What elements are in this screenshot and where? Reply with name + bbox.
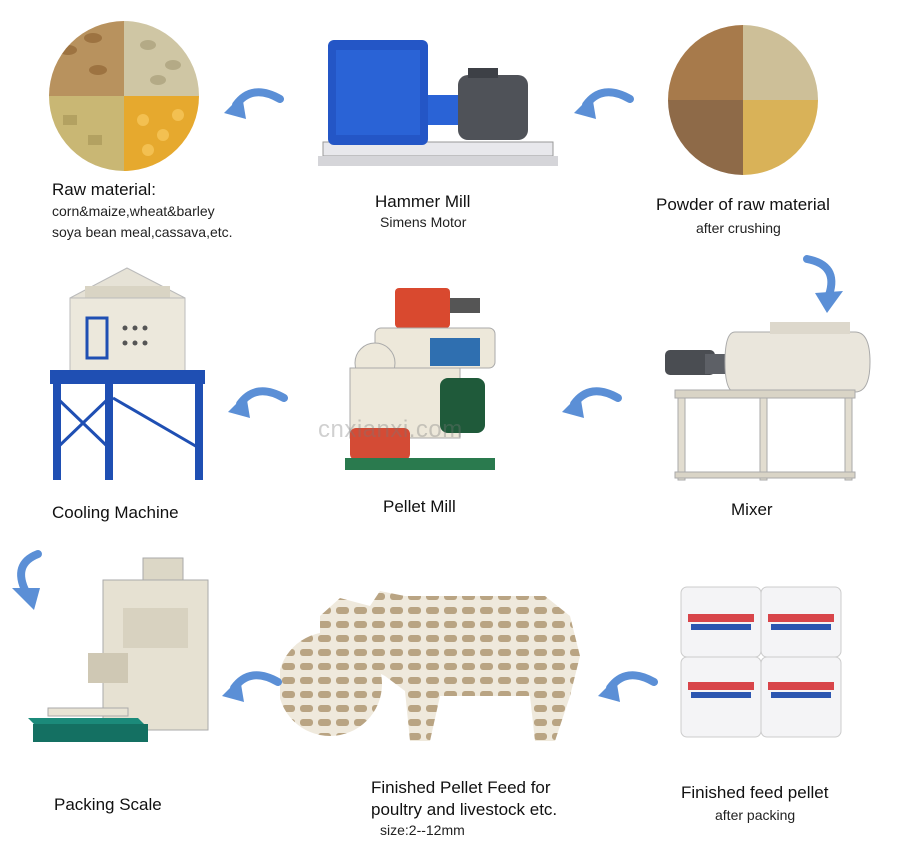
finished-pellet-line1: Finished Pellet Feed for (371, 778, 551, 798)
powder-title: Powder of raw material (656, 195, 830, 215)
cooling-machine-title: Cooling Machine (52, 503, 179, 523)
packing-scale-title: Packing Scale (54, 795, 162, 815)
flow-arrow-icon (226, 384, 288, 426)
mixer-image (660, 312, 870, 484)
finished-pellet-line2: poultry and livestock etc. (371, 800, 557, 820)
watermark: cnxianxi.com (318, 416, 463, 444)
flow-arrow-icon (596, 668, 658, 710)
powder-image (667, 24, 819, 176)
raw-material-line2: soya bean meal,cassava,etc. (52, 224, 233, 240)
bagged-feed-sub: after packing (715, 807, 795, 823)
finished-pellet-image (280, 576, 600, 746)
raw-material-line1: corn&maize,wheat&barley (52, 203, 215, 219)
flow-arrow-icon (572, 85, 634, 127)
finished-pellet-size: size:2--12mm (380, 822, 465, 838)
flow-arrow-down-icon (8, 550, 58, 612)
flow-arrow-icon (560, 384, 622, 426)
raw-material-image (48, 20, 200, 172)
bagged-feed-title: Finished feed pellet (681, 783, 828, 803)
bagged-feed-image (676, 582, 844, 742)
raw-material-title: Raw material: (52, 180, 156, 200)
flow-arrow-icon (220, 668, 282, 710)
pellet-mill-title: Pellet Mill (383, 497, 456, 517)
hammer-mill-title: Hammer Mill (375, 192, 470, 212)
hammer-mill-image (318, 30, 558, 168)
flow-arrow-icon (222, 85, 284, 127)
mixer-title: Mixer (731, 500, 773, 520)
powder-sub: after crushing (696, 220, 781, 236)
cooling-machine-image (45, 268, 210, 483)
flow-arrow-down-icon (795, 255, 845, 315)
pellet-mill-image (335, 283, 505, 478)
hammer-mill-sub: Simens Motor (380, 214, 466, 230)
